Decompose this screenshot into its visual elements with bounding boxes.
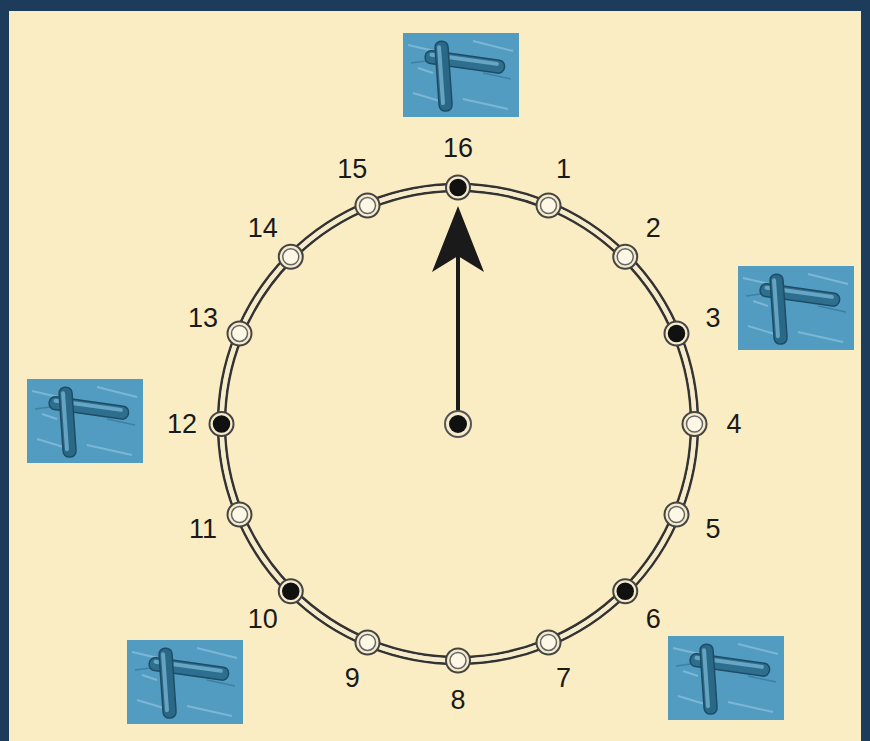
beat-number: 11 [189,516,217,543]
clave-icon [738,266,854,350]
beat-number: 15 [337,156,367,183]
clave-icon [127,640,243,724]
center-pin [445,411,471,437]
beat-dot [210,412,234,436]
beat-dot [537,630,561,654]
beat-dot [228,321,252,345]
beat-dot [683,412,707,436]
beat-dot [446,649,470,673]
beat-dot-filled [450,180,466,196]
beat-dot [279,245,303,269]
beat-dot [613,579,637,603]
pointer-head [432,206,484,272]
beat-dot-open [450,653,466,669]
beat-number: 9 [345,665,360,692]
beat-number: 1 [556,156,571,183]
pointer-shaft [456,250,460,424]
beat-dot [228,503,252,527]
beat-number: 7 [556,665,571,692]
ring-track [222,188,695,661]
beat-dot [355,194,379,218]
beat-dot [446,176,470,200]
beat-dot-open [541,198,557,214]
beat-dot [664,321,688,345]
beat-number: 5 [705,516,720,543]
beat-dot-open [232,507,248,523]
clave-icon [27,379,143,463]
beat-dot-open [668,507,684,523]
beat-number: 12 [167,411,197,438]
beat-dot [613,245,637,269]
background-panel [9,11,861,741]
beat-number: 16 [443,135,473,162]
beat-dot-open [359,198,375,214]
beat-number: 10 [248,606,278,633]
beat-number: 3 [705,305,720,332]
beat-dot [279,579,303,603]
clave-icon [668,636,784,720]
center-pin [449,415,467,433]
beat-dot-open [617,249,633,265]
beat-number: 13 [188,305,218,332]
beat-dot-filled [214,416,230,432]
beat-dot-open [359,634,375,650]
beat-number: 8 [450,687,465,714]
beat-dot-filled [617,583,633,599]
beat-dot [664,503,688,527]
beat-dot-open [232,325,248,341]
inner-ring [225,191,691,657]
outer-ring [218,184,698,664]
beat-dot-open [687,416,703,432]
clave-icon [403,33,519,117]
beat-dot-filled [283,583,299,599]
beat-number: 14 [248,215,278,242]
beat-number: 6 [646,606,661,633]
beat-dot [355,630,379,654]
beat-dot-open [541,634,557,650]
beat-dot [537,194,561,218]
beat-dot-filled [668,325,684,341]
beat-number: 4 [726,411,741,438]
beat-number: 2 [646,215,661,242]
beat-dot-open [283,249,299,265]
